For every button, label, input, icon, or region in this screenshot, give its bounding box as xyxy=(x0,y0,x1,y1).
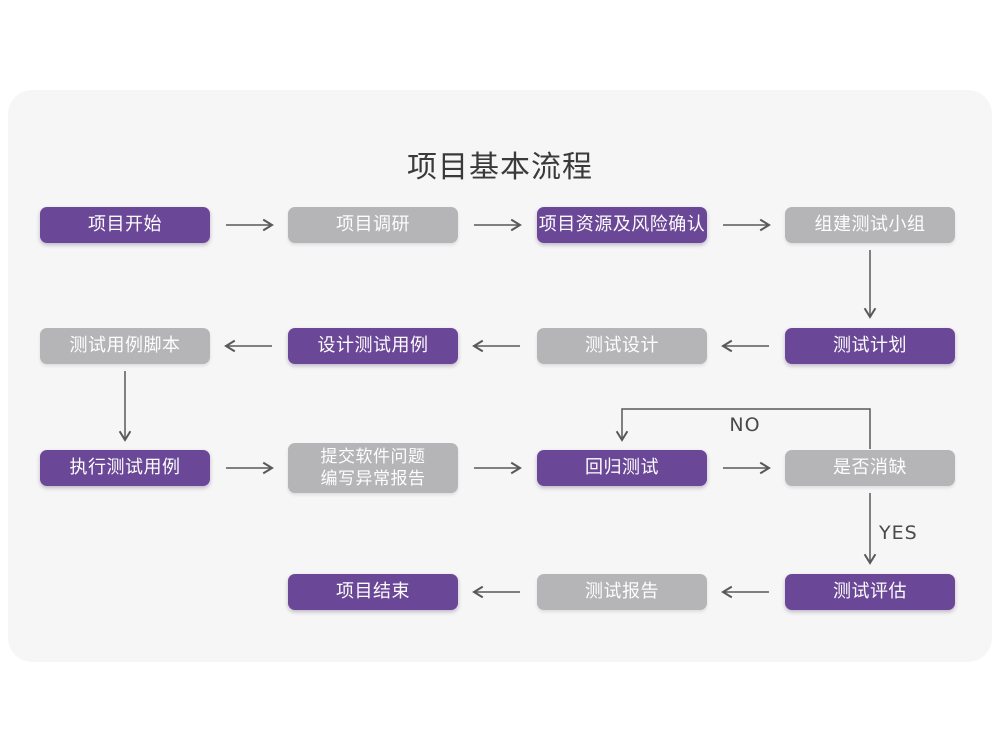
arrow-no-loop xyxy=(615,408,871,449)
node-design-test-cases: 设计测试用例 xyxy=(288,328,458,364)
node-submit-issue-report: 提交软件问题 编写异常报告 xyxy=(288,443,458,493)
node-project-start: 项目开始 xyxy=(40,207,210,243)
node-project-research: 项目调研 xyxy=(288,207,458,243)
node-test-report: 测试报告 xyxy=(537,574,707,610)
node-test-design: 测试设计 xyxy=(537,328,707,364)
edge-label-yes: YES xyxy=(879,522,918,544)
diagram-title: 项目基本流程 xyxy=(407,150,593,185)
node-test-case-script: 测试用例脚本 xyxy=(40,328,210,364)
node-regression-test: 回归测试 xyxy=(537,450,707,486)
node-defect-eliminated: 是否消缺 xyxy=(785,450,955,486)
node-resource-risk-confirm: 项目资源及风险确认 xyxy=(537,207,707,243)
node-execute-test-cases: 执行测试用例 xyxy=(40,450,210,486)
node-project-end: 项目结束 xyxy=(288,574,458,610)
node-test-plan: 测试计划 xyxy=(785,328,955,364)
node-test-evaluation: 测试评估 xyxy=(785,574,955,610)
flowchart-card-background xyxy=(8,90,992,662)
node-build-test-team: 组建测试小组 xyxy=(785,207,955,243)
edge-label-no: NO xyxy=(729,414,761,436)
